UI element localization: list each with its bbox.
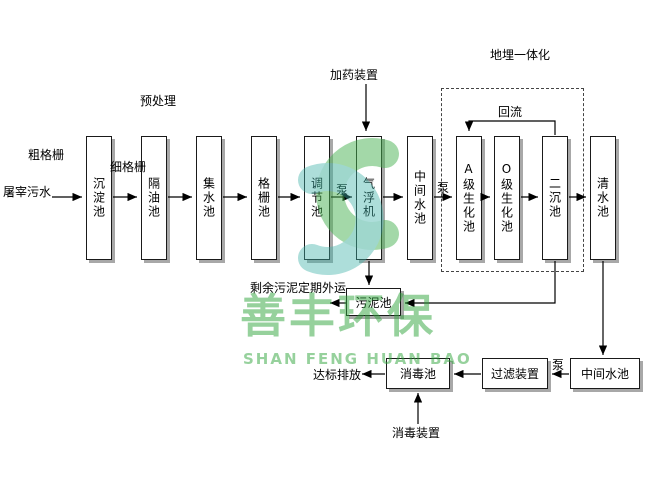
- tank-a-level-bio: A级生化池: [456, 136, 482, 260]
- filter-device-box: 过滤装置: [482, 358, 548, 389]
- label-discharge: 达标排放: [313, 368, 362, 382]
- tank-water-collection: 集水池: [196, 136, 222, 260]
- label-disinfection-device: 消毒装置: [392, 426, 441, 440]
- tank-air-flotation: 气浮机: [356, 136, 382, 260]
- tank-regulation: 调节池: [304, 136, 330, 260]
- label-reflux: 回流: [498, 105, 523, 119]
- label-fine-screen: 细格栅: [110, 160, 147, 174]
- label-sludge-note: 剩余污泥定期外运: [250, 281, 347, 295]
- tank-intermediate: 中间水池: [407, 136, 433, 260]
- tank-clear-water: 清水池: [590, 136, 616, 260]
- tank-sedimentation: 沉淀池: [86, 136, 112, 260]
- tank-sludge: 污泥池: [346, 288, 401, 316]
- label-coarse-screen: 粗格栅: [28, 148, 65, 162]
- label-pretreatment: 预处理: [140, 94, 177, 108]
- label-influent: 屠宰污水: [3, 185, 52, 199]
- tank-oil-separation: 隔油池: [141, 136, 167, 260]
- tank-screen: 格栅池: [251, 136, 277, 260]
- tank-intermediate-2: 中间水池: [570, 358, 640, 389]
- tank-o-level-bio: O级生化池: [494, 136, 520, 260]
- tank-secondary-sedimentation: 二沉池: [542, 136, 568, 260]
- label-dosing-device: 加药装置: [330, 68, 379, 82]
- label-pump-2: 泵: [437, 181, 450, 195]
- tank-disinfection: 消毒池: [386, 358, 450, 389]
- label-pump-3: 泵: [552, 358, 565, 372]
- label-underground-unit: 地埋一体化: [490, 48, 551, 62]
- label-pump-1: 泵: [336, 183, 349, 197]
